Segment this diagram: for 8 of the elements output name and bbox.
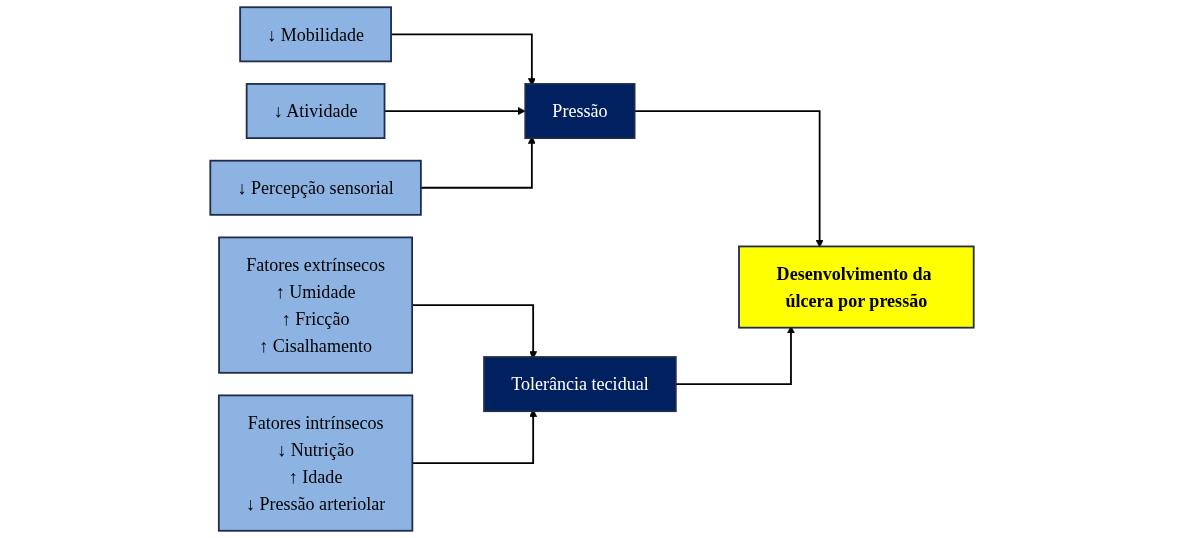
node-box: Fatores extrínsecos ↑ Umidade ↑ Fricção ↑ Cisalhamento — [218, 236, 414, 374]
node-box: Pressão — [524, 83, 636, 139]
node-box: ↓ Atividade — [245, 83, 386, 139]
node-box: Fatores intrínsecos ↓ Nutrição ↑ Idade ↓ Pressão arteriolar — [217, 394, 414, 532]
node-box: Desenvolvimento da úlcera por pressão — [738, 245, 975, 329]
node-box: ↓ Percepção sensorial — [209, 159, 422, 216]
node-box: ↓ Mobilidade — [239, 6, 392, 63]
node-box: Tolerância tecidual — [483, 356, 677, 413]
